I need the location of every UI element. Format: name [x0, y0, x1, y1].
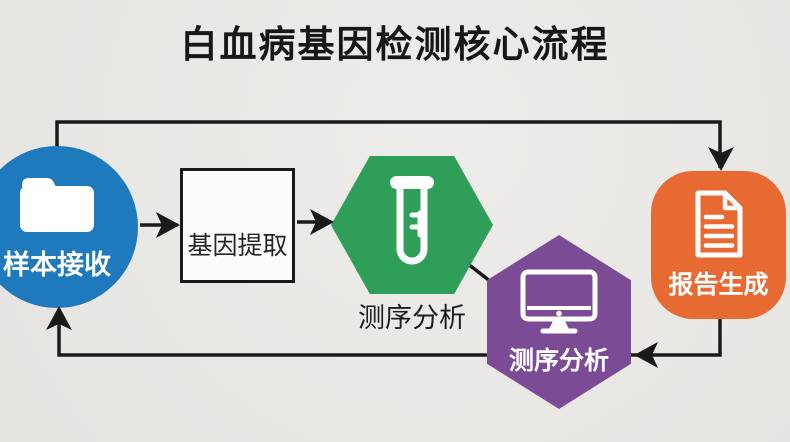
connector-bottom-loop	[57, 309, 722, 357]
arrowhead-into-analysis	[634, 342, 658, 368]
page-title: 白血病基因检测核心流程	[180, 24, 610, 65]
arrowhead-into-sequencing	[310, 209, 334, 235]
document-icon	[695, 190, 742, 258]
monitor-icon	[520, 269, 598, 333]
connector-top-loop	[55, 120, 722, 168]
report-label: 报告生成	[668, 271, 769, 299]
arrowhead-into-sample-intake	[46, 306, 72, 330]
node-report: 报告生成	[651, 171, 786, 319]
node-gene-extraction: 基因提取	[180, 168, 295, 283]
arrowhead-into-extraction	[156, 212, 180, 238]
arrowhead-into-report	[708, 147, 734, 171]
test-tube-icon	[390, 176, 434, 265]
node-sequencing	[331, 156, 493, 294]
folder-icon	[20, 177, 94, 232]
node-sample-intake: 样本接收	[0, 146, 138, 308]
gene-extraction-label: 基因提取	[187, 232, 288, 260]
analysis-label: 测序分析	[508, 346, 609, 375]
sequencing-label: 测序分析	[358, 303, 466, 333]
sample-intake-label: 样本接收	[3, 249, 111, 280]
